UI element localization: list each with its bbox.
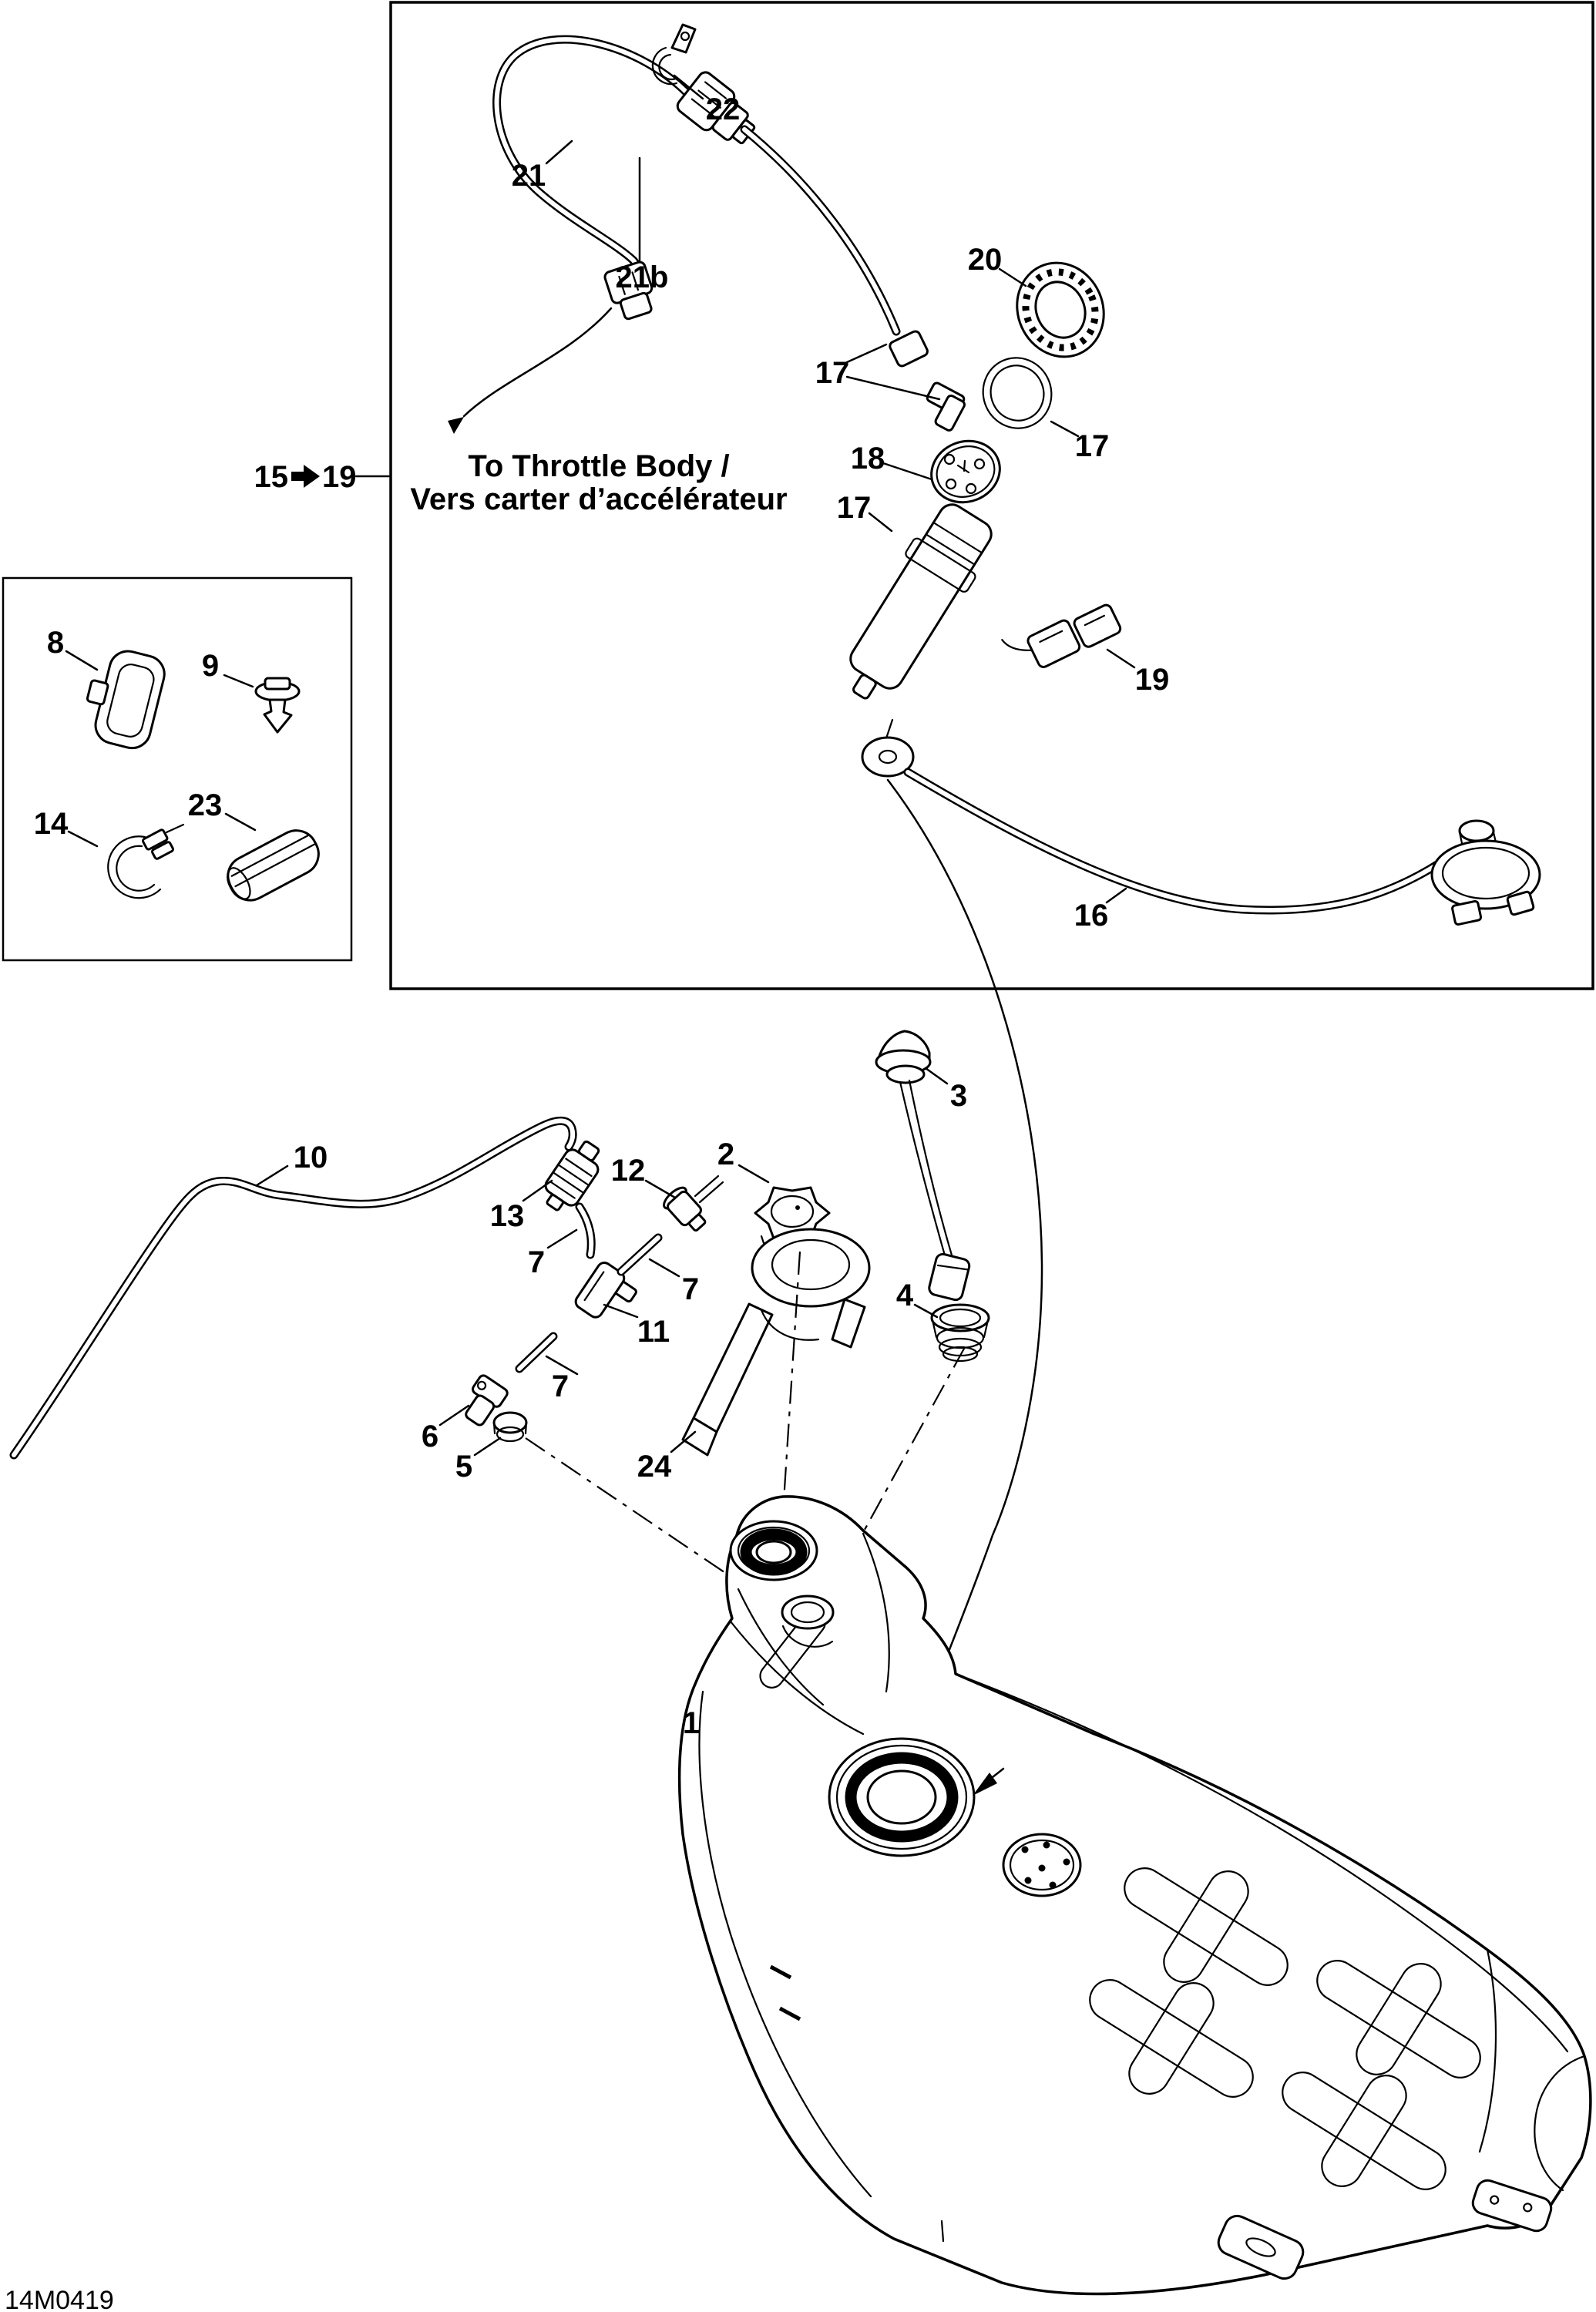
hardware-inset-box [2, 576, 353, 962]
dipstick-bushing-4 [930, 1303, 990, 1363]
leader-lines-inset [545, 74, 1136, 904]
callout-7b: 7 [682, 1272, 699, 1306]
mount-tab-left [1217, 2214, 1305, 2280]
vent-hose-7a [575, 1202, 596, 1259]
pump-grommet-disc [861, 718, 915, 778]
callout-5: 5 [455, 1450, 472, 1484]
callout-20: 20 [968, 243, 1003, 277]
grommet-5 [492, 1411, 528, 1443]
callout-16: 16 [1074, 899, 1109, 933]
ring-nut-20 [1016, 261, 1105, 358]
mount-tab-right [1471, 2179, 1553, 2233]
filler-neck [729, 1520, 818, 1581]
pump-opening [828, 1737, 976, 1857]
supply-hose-21 [492, 35, 693, 276]
throttle-note-line1: To Throttle Body / [468, 449, 729, 483]
callout-labels: 22 21 21b 20 17 17 18 17 19 16 8 9 14 23… [34, 92, 1170, 1740]
elbow-fitting-17 [926, 381, 966, 432]
callout-3: 3 [950, 1079, 967, 1113]
callout-24: 24 [637, 1450, 672, 1484]
throttle-note: To Throttle Body / Vers carter d’accélér… [410, 449, 787, 516]
callout-21: 21 [512, 159, 546, 193]
drawing-number: 14M0419 [5, 2286, 114, 2312]
elbow-connector-21b [603, 260, 654, 321]
cross-ref-from: 15 [254, 460, 289, 494]
wiring-connectors-19 [1001, 603, 1122, 668]
fuel-tank [677, 1495, 1592, 2296]
callout-13: 13 [490, 1199, 525, 1233]
push-rivet-9 [254, 677, 301, 734]
callout-19: 19 [1135, 663, 1170, 697]
callout-21b: 21b [616, 260, 669, 294]
elbow-fitting-6 [465, 1374, 509, 1427]
callout-17b: 17 [1075, 429, 1110, 463]
callout-10: 10 [294, 1141, 328, 1174]
dipstick-3 [875, 1030, 971, 1302]
protector-sleeve-23 [227, 829, 320, 902]
vent-hose-7c [515, 1332, 558, 1373]
callout-22: 22 [706, 92, 741, 126]
sender-plate [1002, 1833, 1082, 1897]
gasket-17 [982, 357, 1053, 429]
callout-7c: 7 [552, 1369, 569, 1403]
callout-17c: 17 [837, 491, 872, 525]
fuel-pump-body-17 [849, 503, 993, 700]
grommet-8 [86, 650, 166, 750]
cross-reference-15-19: 15 19 [254, 460, 391, 494]
leader-lines-hardware [65, 650, 257, 848]
throttle-direction-arrow [448, 307, 613, 434]
cap-retainer-bracket-24 [681, 1228, 871, 1457]
fuel-pickup-head [1430, 819, 1541, 926]
pressure-valve-12 [663, 1174, 724, 1232]
callout-18: 18 [851, 442, 885, 476]
callout-4: 4 [896, 1279, 914, 1312]
dipstick-port [781, 1595, 835, 1648]
callout-23: 23 [188, 788, 223, 822]
clamp-14 [107, 823, 185, 899]
callout-1: 1 [683, 1706, 700, 1740]
callout-8: 8 [47, 626, 64, 660]
pickup-hose-16 [903, 768, 1444, 915]
callout-17a: 17 [815, 356, 850, 390]
tee-fitting-11 [574, 1262, 637, 1319]
pump-flange-18 [930, 439, 1001, 504]
tank-ribs [1089, 1867, 1481, 2190]
callout-9: 9 [202, 649, 219, 683]
vent-hose-7b [617, 1233, 663, 1276]
callout-7a: 7 [528, 1245, 545, 1279]
right-arrow-icon [291, 465, 320, 488]
vent-hose-10 [9, 1116, 577, 1460]
pump-supply-hose-17 [740, 125, 929, 368]
callout-14: 14 [34, 807, 69, 841]
hose-clamp-22 [651, 23, 697, 86]
callout-12: 12 [611, 1154, 646, 1188]
throttle-note-line2: Vers carter d’accélérateur [410, 482, 787, 516]
callout-11: 11 [637, 1315, 670, 1349]
callout-6: 6 [422, 1420, 438, 1453]
cross-ref-to: 19 [322, 460, 357, 494]
callout-2: 2 [717, 1138, 734, 1171]
check-valve-13 [544, 1140, 600, 1211]
rotate-arrow-icon [973, 1767, 1005, 1796]
pump-inset-box [389, 1, 1594, 990]
